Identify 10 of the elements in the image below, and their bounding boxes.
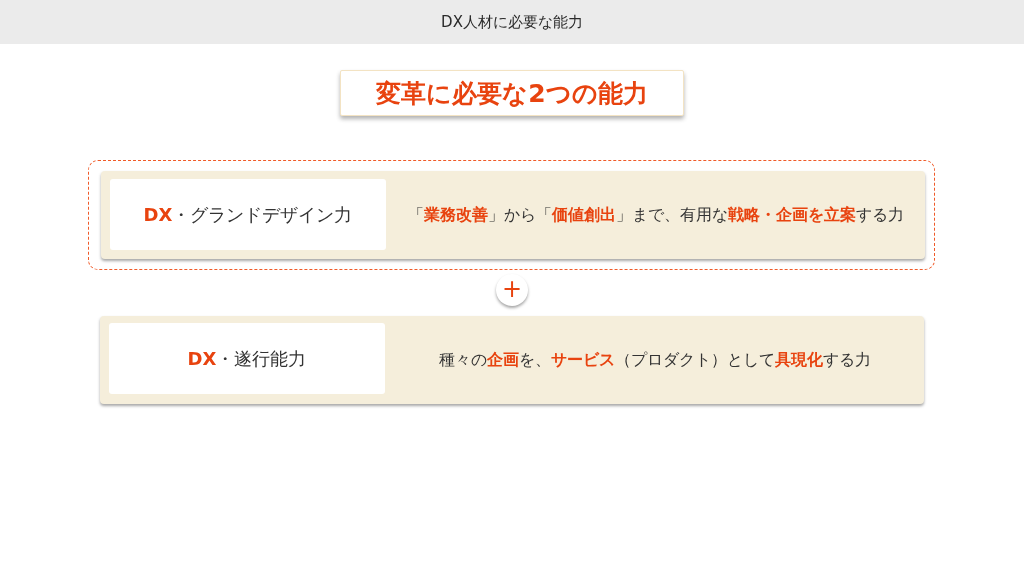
dashed-frame bbox=[88, 160, 935, 270]
title-bar: DX人材に必要な能力 bbox=[0, 0, 1024, 44]
heading-box: 変革に必要な2つの能力 bbox=[340, 70, 684, 116]
ability-band bbox=[100, 316, 924, 404]
ability-name-box: DX・遂行能力 bbox=[109, 323, 385, 394]
plus-circle: + bbox=[496, 274, 528, 306]
ability-band bbox=[101, 171, 925, 259]
description-text: 「業務改善」から「価値創出」まで、有用な戦略・企画を立案する力 bbox=[406, 203, 905, 226]
ability-name-box: DX・グランドデザイン力 bbox=[110, 179, 386, 250]
description-text: 種々の企画を、サービス（プロダクト）として具現化する力 bbox=[437, 348, 872, 371]
